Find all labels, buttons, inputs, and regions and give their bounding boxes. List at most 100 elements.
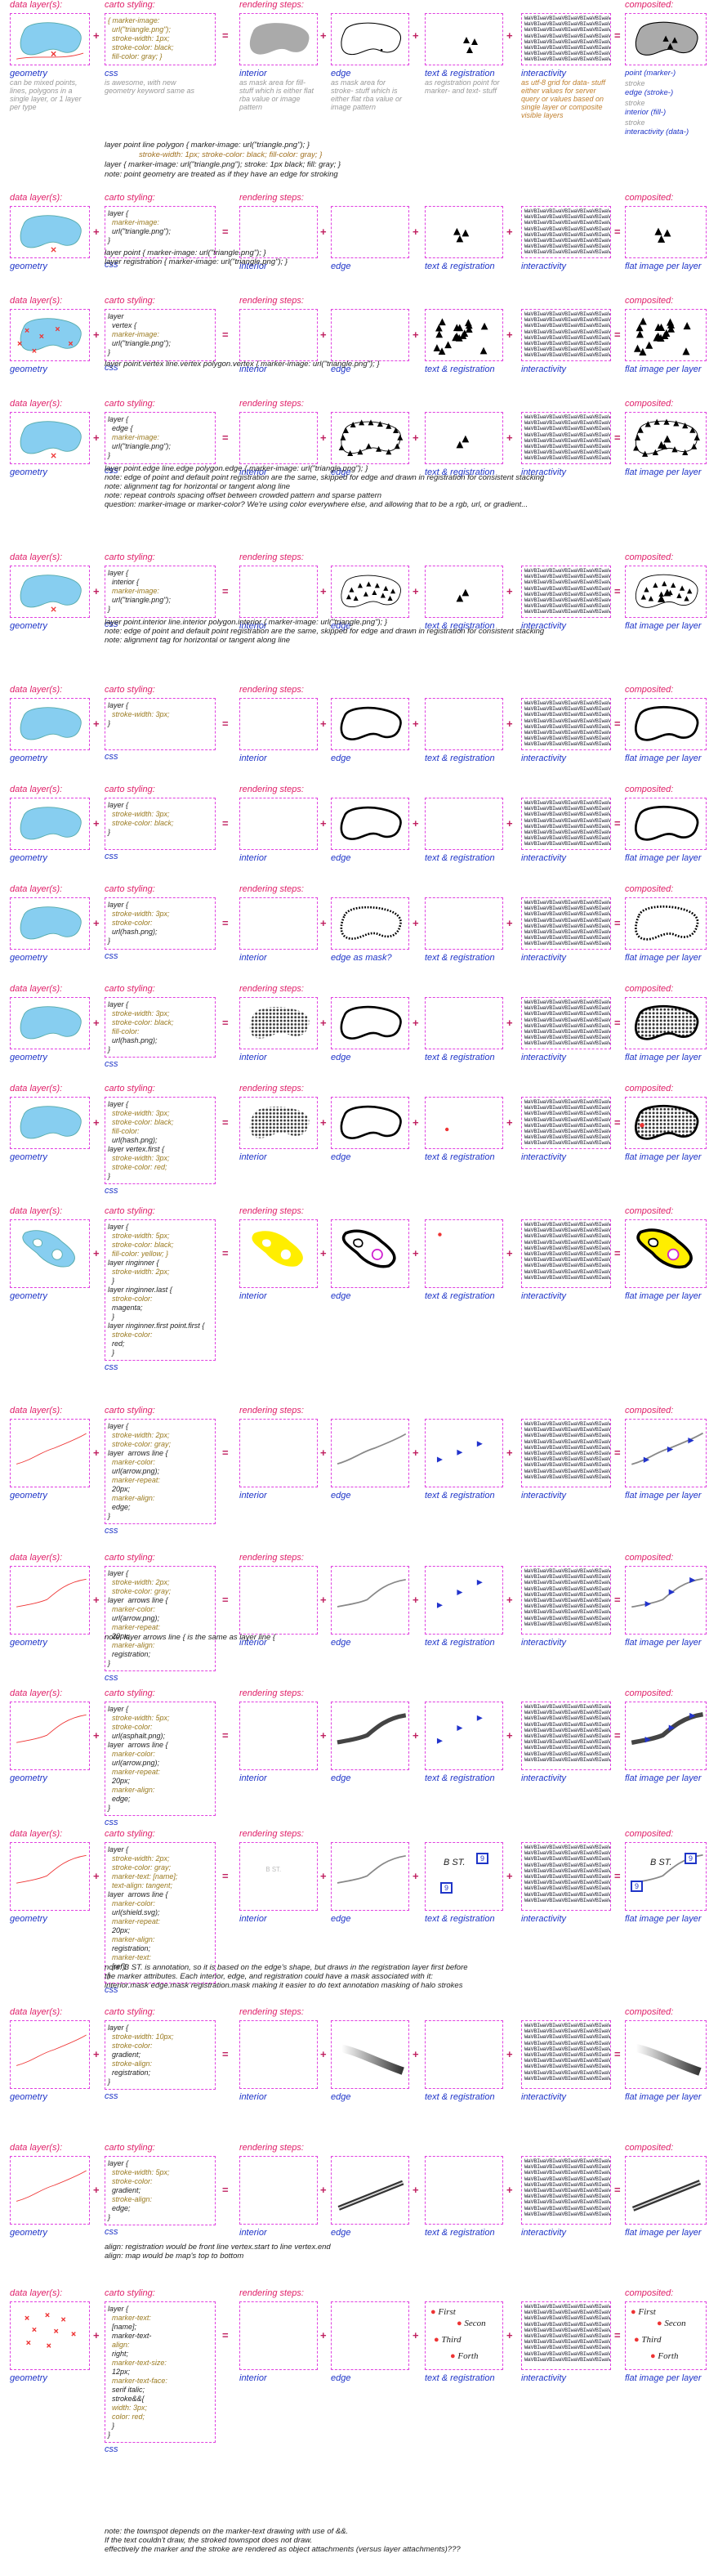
plus-op: +	[506, 817, 513, 830]
css-line: fill-color:	[108, 1127, 140, 1135]
composited-legend: point (marker-) stroke edge (stroke-) st…	[625, 69, 715, 137]
note: question: marker-image or marker-color? …	[105, 500, 528, 509]
grid-line: WaVBIwaVBIwaVBIwaVBIwaVBIwaVBI	[524, 329, 611, 336]
grid-line: WaVBIwaVBIwaVBIwaVBIwaVBIwaVBI	[524, 1745, 611, 1752]
css-line: }	[108, 2422, 115, 2430]
caption: flat image per layer	[625, 2092, 702, 2102]
section-header: carto styling:	[105, 984, 155, 994]
grid-line: WaVBIwaVBIwaVBIwaVBIwaVBIwaVBI	[524, 2205, 611, 2212]
text-registration-box: ● First● Secon● Third● Forth	[425, 2301, 503, 2370]
plus-op: +	[93, 29, 100, 42]
header-carto: carto styling:	[105, 0, 155, 10]
equals-op: =	[222, 2329, 229, 2341]
section-header: rendering steps:	[239, 685, 304, 695]
grid-line: WaVBIwaVBIwaVBIwaVBIwaVBIwaVBI	[524, 817, 611, 825]
css-line: magenta;	[108, 1304, 143, 1312]
grid-line: WaVBIwaVBIwaVBIwaVBIwaVBIwaVBI	[524, 323, 611, 330]
caption: text & registration	[425, 2228, 495, 2238]
legend-line: point (marker-)	[625, 69, 676, 78]
css-line: layer {	[108, 1569, 129, 1577]
caption: interactivity	[521, 853, 567, 863]
css-line: marker-text:	[108, 2314, 151, 2322]
town-name: Third	[441, 2335, 462, 2345]
section-header: composited:	[625, 296, 674, 306]
plus-op: +	[413, 2048, 419, 2060]
caption: edge as mask?	[331, 953, 392, 963]
edge-box	[331, 1097, 409, 1149]
caption-edge: edge	[331, 69, 351, 78]
caption: edge	[331, 262, 351, 271]
caption: flat image per layer	[625, 262, 702, 271]
text-registration-box	[425, 566, 503, 618]
plus-op: +	[506, 1247, 513, 1259]
text-registration-box	[425, 997, 503, 1049]
section-header: data layer(s):	[10, 1553, 63, 1563]
interior-box	[239, 206, 318, 258]
plus-op: +	[506, 329, 513, 341]
section-header: rendering steps:	[239, 1406, 304, 1415]
css-line: layer arrows line {	[108, 1741, 168, 1749]
css-line: layer {	[108, 1000, 129, 1008]
section-header: data layer(s):	[10, 2143, 63, 2153]
note: note: alignment tag for horizontal or ta…	[105, 636, 291, 645]
grid-line: WaVBIwaVBIwaVBIwaVBIwaVBIwaVBI	[524, 1897, 611, 1904]
caption: edge	[331, 1491, 351, 1500]
text-registration-box	[425, 309, 503, 361]
css-line: layer {	[108, 1100, 129, 1108]
grid-line: WaVBIwaVBIwaVBIwaVBIwaVBIwaVBI	[524, 1710, 611, 1717]
interior-box	[239, 412, 318, 464]
grid-line: WaVBIwaVBIwaVBIwaVBIwaVBIwaVBI	[524, 712, 611, 719]
css-line: layer {	[108, 2024, 129, 2032]
section-header: carto styling:	[105, 296, 155, 306]
grid-line: WaVBIwaVBIwaVBIwaVBIwaVBIwaVBI	[524, 603, 611, 610]
css-line: stroke-align:	[108, 2195, 153, 2203]
caption: interior	[239, 262, 267, 271]
grid-line: WaVBIwaVBIwaVBIwaVBIwaVBIwaVBI	[524, 2188, 611, 2195]
grid-line: WaVBIwaVBIwaVBIwaVBIwaVBIwaVBI	[524, 917, 611, 924]
grid-line: WaVBIwaVBIwaVBIwaVBIwaVBIwaVBI	[524, 574, 611, 581]
plus-op: +	[506, 2048, 513, 2060]
css-line: 20px;	[108, 1777, 131, 1785]
section-header: rendering steps:	[239, 193, 304, 203]
section-header: composited:	[625, 984, 674, 994]
grid-line: WaVBIwaVBIwaVBIwaVBIwaVBIwaVBI	[524, 1274, 611, 1281]
grid-line: WaVBIwaVBIwaVBIwaVBIwaVBIwaVBI	[524, 1251, 611, 1259]
css-line: { marker-image:	[108, 16, 160, 25]
section-header: composited:	[625, 1829, 674, 1839]
grid-line: WaVBIwaVBIwaVBIwaVBIwaVBIwaVBI	[524, 2327, 611, 2334]
equals-op: =	[222, 585, 229, 597]
plus-op: +	[93, 1116, 100, 1129]
section-header: carto styling:	[105, 884, 155, 894]
grid-line: WaVBIwaVBIwaVBIwaVBIwaVBIwaVBI	[524, 334, 611, 342]
grid-line: WaVBIwaVBIwaVBIwaVBIwaVBIwaVBI	[524, 736, 611, 743]
grid-line: WaVBIwaVBIwaVBIwaVBIwaVBIwaVBI	[524, 1462, 611, 1469]
caption: text & registration	[425, 1773, 495, 1783]
town-name: Forth	[457, 2351, 479, 2361]
composited-box	[625, 897, 707, 950]
grid-line: WaVBIwaVBIwaVBIwaVBIwaVBIwaVBI	[524, 2064, 611, 2071]
equals-op: =	[614, 1017, 621, 1029]
section-header: data layer(s):	[10, 2007, 63, 2017]
grid-line: WaVBIwaVBIwaVBIwaVBIwaVBIwaVBI	[524, 2028, 611, 2036]
section-header: carto styling:	[105, 2143, 155, 2153]
grid-line: WaVBIwaVBIwaVBIwaVBIwaVBIwaVBI	[524, 941, 611, 948]
plus-op: +	[413, 226, 419, 238]
section-header: rendering steps:	[239, 2143, 304, 2153]
caption: css	[105, 1362, 118, 1372]
caption: interior	[239, 1291, 267, 1301]
caption: edge	[331, 754, 351, 763]
plus-op: +	[413, 432, 419, 444]
css-line: stroke-color: gray;	[108, 1587, 172, 1595]
equals-op: =	[614, 1729, 621, 1742]
grid-line: WaVBIwaVBIwaVBIwaVBIwaVBIwaVBI	[524, 718, 611, 725]
text-registration-box	[425, 2156, 503, 2225]
css-box: layer { stroke-width: 2px; stroke-color:…	[105, 1566, 216, 1671]
equals-op: =	[614, 585, 621, 597]
town-label: ● Secon	[657, 2319, 686, 2328]
grid-line: WaVBIwaVBIwaVBIwaVBIwaVBIwaVBI	[524, 444, 611, 451]
caption: text & registration	[425, 364, 495, 374]
